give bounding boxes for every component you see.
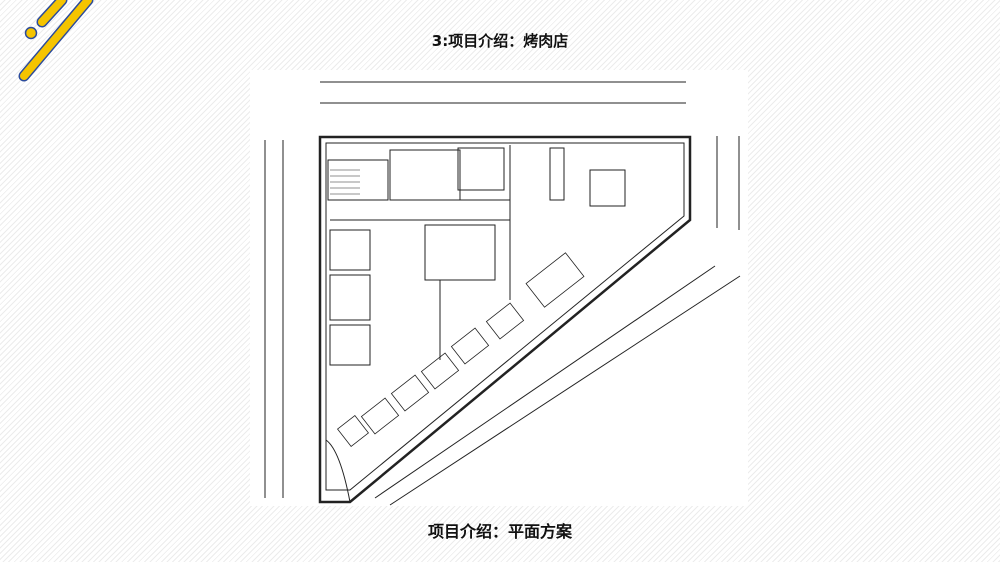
floor-plan-image xyxy=(250,70,748,506)
corner-decoration xyxy=(18,0,94,82)
slide-caption: 项目介绍：平面方案 xyxy=(427,522,572,541)
slide-title: 3:项目介绍：烤肉店 xyxy=(431,32,569,50)
